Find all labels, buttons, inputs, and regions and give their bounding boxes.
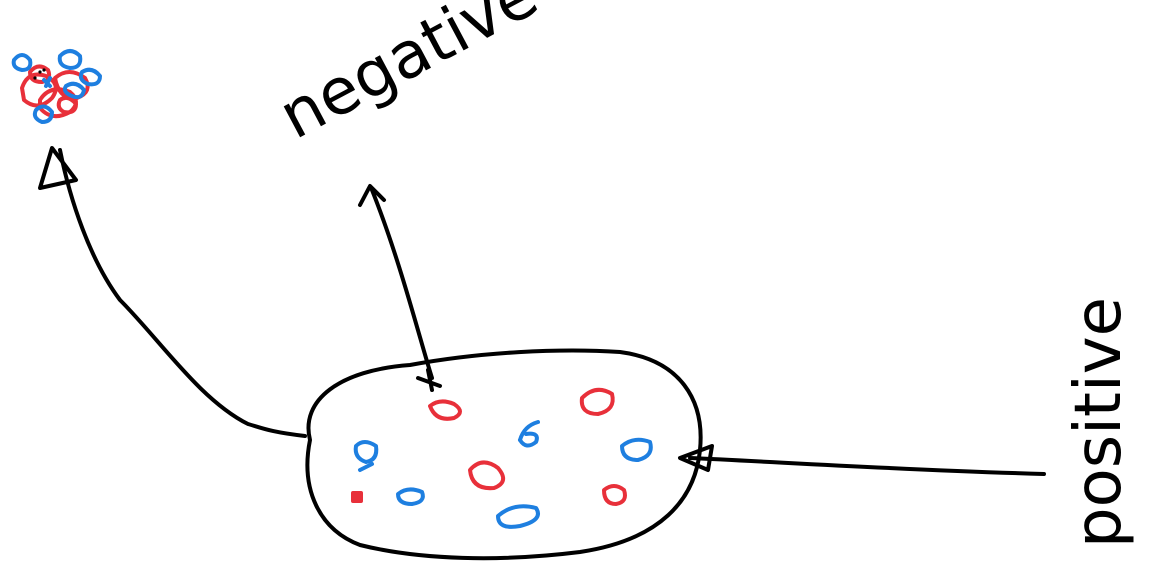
label-positive: positive: [1062, 297, 1136, 548]
arrow-to-cluster: [38, 146, 307, 438]
arrow-to-positive: [678, 444, 1046, 476]
particle-cluster: [11, 49, 102, 124]
label-negative: negative: [268, 0, 550, 154]
arrow-to-negative: [358, 184, 442, 392]
blue-particles: [353, 420, 653, 529]
red-particles: [351, 387, 627, 506]
central-blob: [305, 348, 703, 561]
